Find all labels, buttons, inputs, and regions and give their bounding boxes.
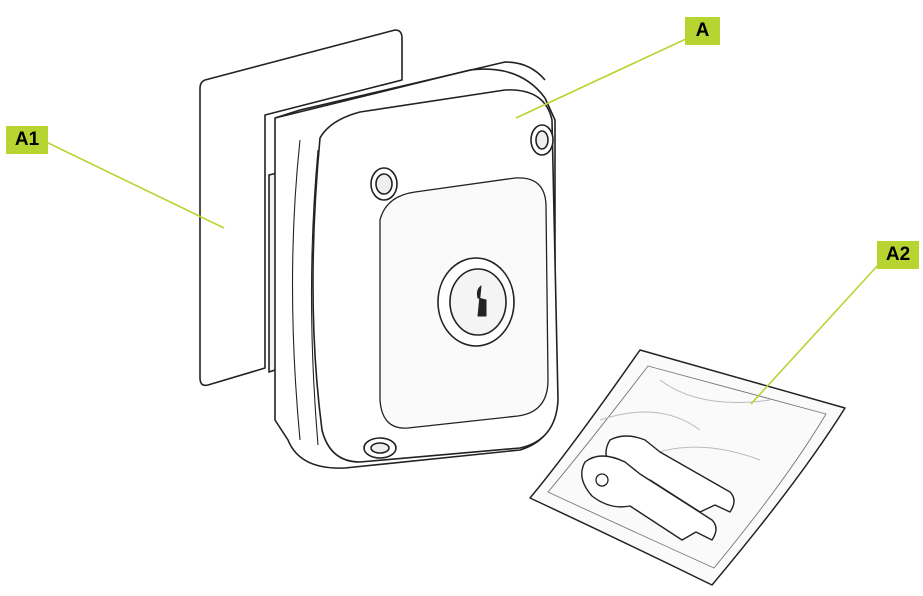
callout-a: A: [685, 17, 720, 45]
callout-a1: A1: [6, 126, 48, 154]
leader-line-a1: [41, 139, 225, 229]
lock-box-housing-icon: [274, 61, 559, 469]
leader-lines: [41, 37, 880, 405]
callout-a2: A2: [877, 241, 919, 269]
leader-line-a2: [750, 263, 880, 405]
keys-in-bag-icon: [529, 349, 846, 586]
leader-line-a: [515, 37, 689, 119]
